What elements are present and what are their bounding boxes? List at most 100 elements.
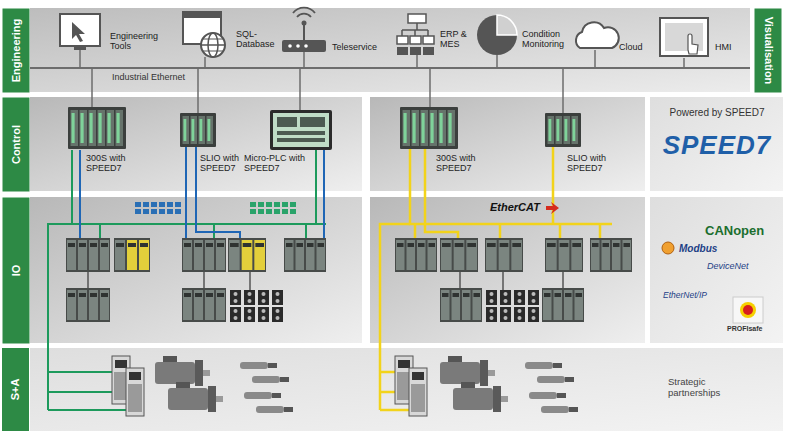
io-station [66, 238, 110, 272]
plc-rack [68, 107, 126, 149]
ip67-connector [234, 299, 238, 303]
drive-body [411, 384, 425, 412]
motor-shaft [488, 370, 495, 376]
ip67-module [272, 307, 283, 322]
plc-module [207, 116, 214, 144]
plc-status-strip [440, 113, 443, 143]
io-terminal [572, 243, 581, 247]
hierarchy-line [414, 30, 416, 36]
protocol-logo-text: PROFIsafe [727, 325, 762, 332]
plc-module [107, 110, 115, 146]
sensor-cable [284, 407, 293, 412]
controller-label: 300S with SPEED7 [86, 153, 138, 174]
io-terminal [90, 293, 97, 297]
plc-status-strip [192, 119, 195, 141]
io-base [114, 238, 150, 272]
plc-rack [400, 107, 458, 149]
motor-flange [208, 386, 216, 412]
plc-status-strip [90, 113, 93, 143]
radio-wave [293, 8, 315, 13]
sensor-cable [569, 407, 578, 412]
plc-status-strip [573, 119, 576, 141]
motor-connector [448, 356, 462, 362]
ip67-module [500, 307, 511, 322]
sensor-body [244, 392, 272, 399]
io-base [182, 238, 226, 272]
motor-shaft [501, 396, 508, 402]
io-terminal [101, 293, 108, 297]
plc-status-strip [108, 113, 111, 143]
fieldbus-wire [380, 391, 395, 394]
profinet-logo-block [143, 209, 149, 214]
io-station [440, 288, 482, 322]
band-panel [650, 197, 783, 343]
plc-module [183, 116, 190, 144]
icon-label: Condition Monitoring [522, 29, 572, 50]
plc-module [199, 116, 206, 144]
profinet-logo-block [274, 209, 280, 214]
ip67-connector [262, 309, 266, 313]
fieldbus-wire [48, 371, 112, 373]
row-band: S+A [0, 348, 785, 431]
servo-drive [409, 368, 427, 416]
ip67-connector [276, 292, 280, 296]
ip67-connector [262, 299, 266, 303]
monitor-icon [60, 14, 100, 46]
io-terminal [500, 243, 509, 247]
ip67-connector [504, 292, 508, 296]
io-module [296, 240, 305, 270]
io-module [67, 290, 76, 320]
io-module [407, 240, 416, 270]
io-base [440, 288, 482, 322]
micro-plc [270, 110, 332, 150]
io-terminal [90, 243, 97, 247]
io-terminal [624, 243, 631, 247]
icon-label: ERP & MES [440, 29, 472, 50]
bus-drop [562, 68, 564, 113]
protocol-logo-text: EtherNet/IP [663, 290, 707, 300]
plc-module [89, 110, 97, 146]
io-terminal [195, 293, 202, 297]
plc-rack [180, 113, 216, 147]
profinet-logo-block [258, 202, 264, 207]
hmi-icon [660, 18, 708, 56]
drive-display [398, 360, 410, 368]
io-base [542, 288, 584, 322]
controller-label: Micro-PLC with SPEED7 [244, 153, 310, 174]
hierarchy-box [408, 14, 426, 23]
ip67-module [528, 290, 539, 305]
io-terminal [487, 243, 496, 247]
ip67-connector [276, 316, 280, 320]
io-terminal [603, 243, 610, 247]
fieldbus-wire [48, 391, 112, 393]
hierarchy-line [416, 23, 418, 30]
ip67-connector [262, 292, 266, 296]
plc-module [564, 116, 571, 144]
io-terminal [217, 293, 224, 297]
row-band: IOCANopenModbusDeviceNetEtherNet/IPPROFI… [0, 197, 785, 343]
ip67-module [258, 307, 269, 322]
controller-box: Micro-PLC with SPEED7 [244, 153, 310, 177]
profinet-logo-block [282, 202, 288, 207]
io-base [590, 238, 632, 272]
icon-label: SQL-Database [236, 29, 280, 50]
io-module [317, 240, 326, 270]
io-module [306, 240, 315, 270]
browser-bar [183, 12, 221, 18]
io-terminal [184, 243, 191, 247]
fieldbus-wire [203, 272, 205, 288]
io-module [417, 240, 426, 270]
profinet-logo-block [250, 209, 256, 214]
io-terminal [297, 243, 304, 247]
motor-connector [163, 356, 177, 362]
io-terminal [512, 243, 521, 247]
ip67-connector [234, 309, 238, 313]
sensor-cable [557, 393, 566, 398]
fieldbus-wire [502, 272, 504, 290]
fieldbus-wire [72, 150, 326, 224]
bus-drop [416, 55, 418, 68]
io-module [216, 240, 225, 270]
globe-line [203, 51, 223, 52]
io-terminal [547, 243, 556, 247]
io-terminal [217, 243, 224, 247]
